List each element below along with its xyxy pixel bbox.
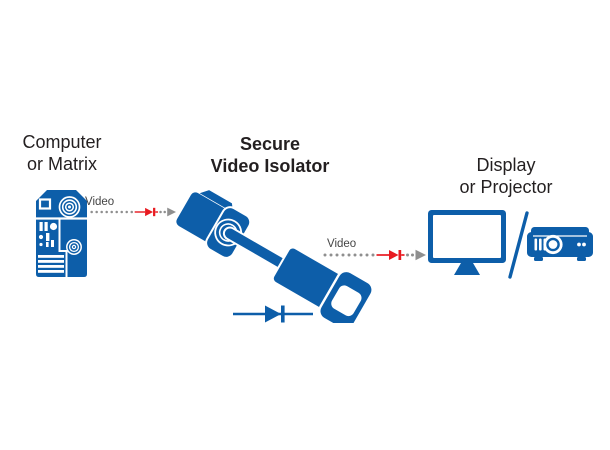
video-flow-arrow-2 bbox=[323, 248, 426, 262]
destination-label-line2: or Projector bbox=[459, 176, 553, 197]
isolator-title-line1: Secure bbox=[239, 134, 301, 154]
fan-icon bbox=[66, 239, 82, 255]
monitor-icon bbox=[428, 210, 506, 275]
video-isolator-icon bbox=[176, 188, 374, 323]
projector-foot bbox=[534, 257, 543, 261]
destination-label: Display or Projector bbox=[441, 155, 571, 198]
video-port bbox=[331, 285, 362, 317]
monitor-screen bbox=[433, 215, 501, 258]
power-button-icon bbox=[38, 198, 52, 210]
projector-foot bbox=[577, 257, 586, 261]
source-label-line1: Computer bbox=[22, 132, 102, 152]
front-panel-details bbox=[38, 205, 71, 273]
slash-divider-icon bbox=[508, 211, 529, 279]
video-label-1: Video bbox=[85, 196, 115, 208]
source-label-line2: or Matrix bbox=[26, 153, 97, 174]
isolator-title: Secure Video Isolator bbox=[180, 134, 360, 178]
projector-icon bbox=[527, 227, 593, 261]
isolator-title-line2: Video Isolator bbox=[210, 155, 330, 176]
computer-tower-icon bbox=[36, 190, 87, 277]
diode-icon bbox=[233, 305, 313, 323]
fan-icon bbox=[58, 196, 81, 218]
video-label-2: Video bbox=[327, 238, 357, 250]
monitor-stand bbox=[454, 263, 480, 275]
projector-vents bbox=[534, 238, 586, 251]
video-flow-arrow-1 bbox=[90, 206, 176, 218]
cable bbox=[224, 228, 292, 271]
destination-label-line1: Display bbox=[476, 155, 536, 175]
source-label: Computer or Matrix bbox=[2, 132, 122, 175]
